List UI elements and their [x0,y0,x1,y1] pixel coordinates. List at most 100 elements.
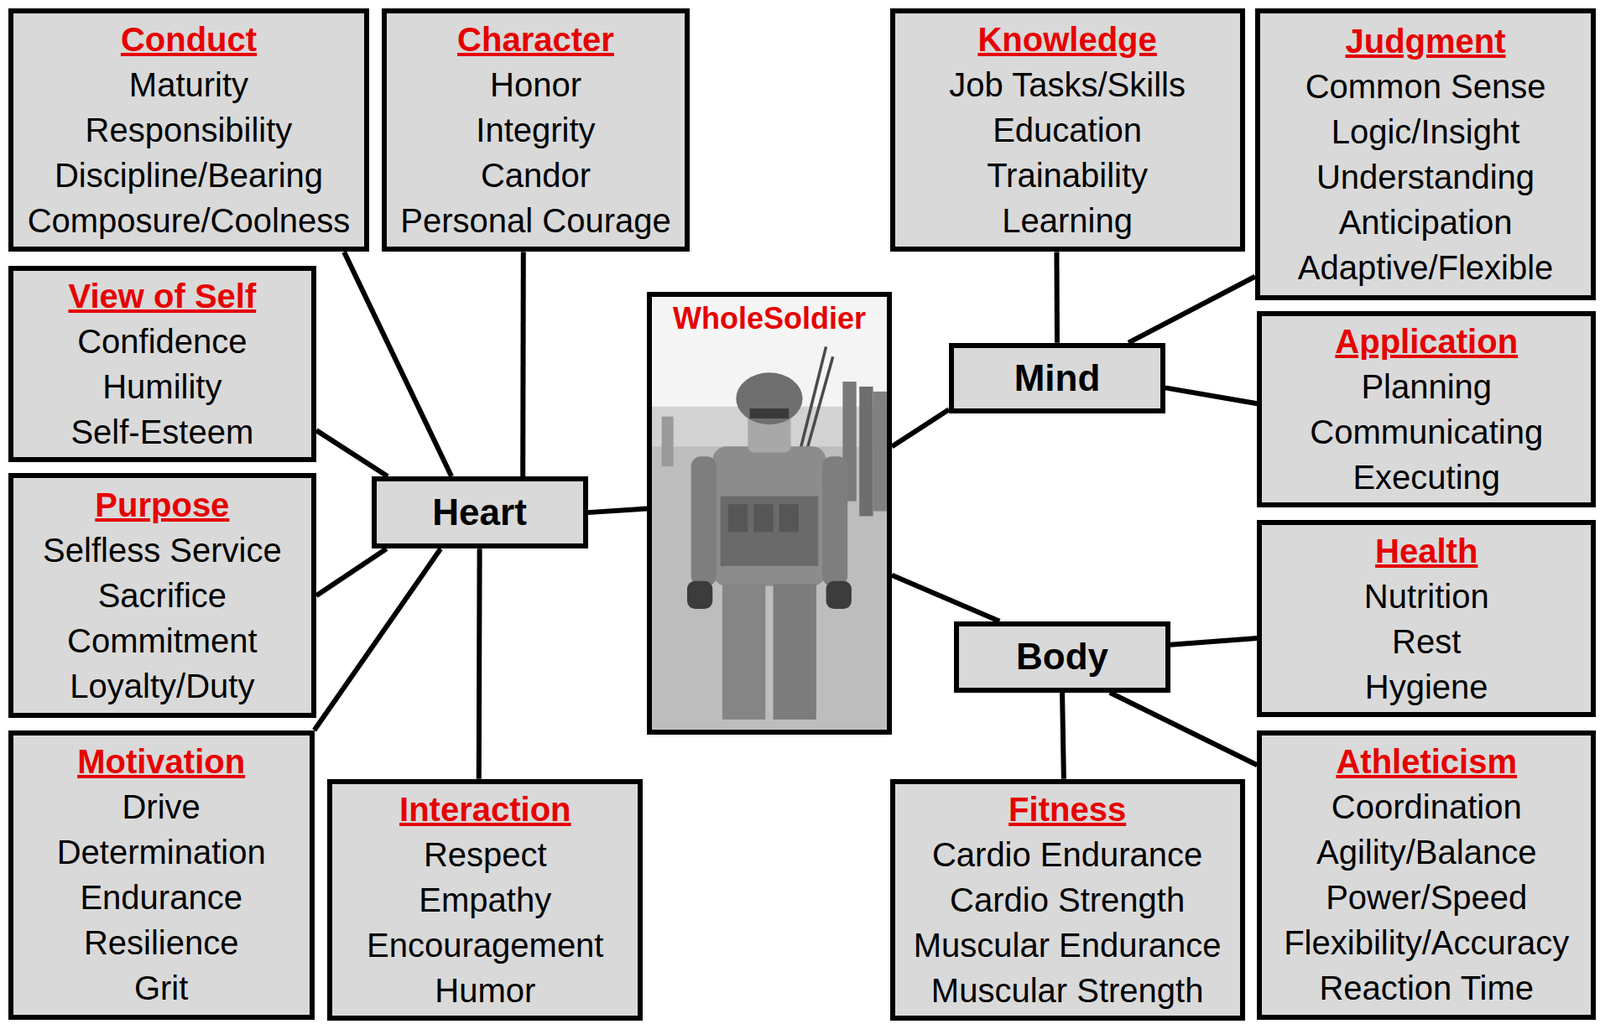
photo-shape [753,504,773,532]
center-photo-box: WholeSoldier [646,291,892,735]
trait-item: Grit [134,965,188,1012]
trait-item: Understanding [1316,154,1535,200]
photo-shape [712,446,826,586]
photo-shape [826,581,852,610]
trait-item: Composure/Coolness [27,198,351,244]
photo-shape [720,496,819,567]
connector-line [316,430,388,477]
category-heading: Application [1334,318,1518,365]
trait-item: Determination [57,829,266,876]
trait-item: Integrity [475,107,595,153]
hub-box: Mind [948,343,1166,414]
trait-item: Personal Courage [400,198,671,244]
trait-item: Agility/Balance [1316,829,1537,876]
photo-shape [728,504,748,532]
hub-box: Body [953,621,1171,694]
category-heading: Conduct [120,16,257,63]
category-heading: Judgment [1344,18,1506,64]
connector-line [1128,276,1256,344]
connector-line [891,409,949,447]
photo-shape [773,583,817,720]
category-box: View of SelfConfidenceHumilitySelf-Estee… [8,265,317,463]
photo-shape [859,386,873,517]
trait-item: Logic/Insight [1331,109,1521,155]
category-box: KnowledgeJob Tasks/SkillsEducationTraina… [890,8,1246,253]
photo-shape [822,456,848,587]
photo-shape [687,581,713,610]
trait-item: Nutrition [1364,573,1490,620]
photo-shape [691,456,717,587]
trait-item: Common Sense [1305,63,1547,110]
trait-item: Loyalty/Duty [69,663,255,709]
trait-item: Resilience [83,920,240,966]
photo-shape [722,583,766,720]
center-title: WholeSoldier [669,300,870,338]
trait-item: Trainability [986,152,1148,199]
category-heading: Interaction [399,786,571,833]
category-heading: Character [457,16,615,63]
trait-item: Executing [1352,454,1501,501]
trait-item: Honor [489,62,582,108]
category-box: AthleticismCoordinationAgility/BalancePo… [1256,730,1596,1021]
trait-item: Discipline/Bearing [54,152,324,199]
trait-item: Humor [434,968,536,1014]
category-heading: Purpose [94,482,230,528]
trait-item: Power/Speed [1325,875,1528,921]
photo-shape [798,346,827,457]
connector-line [891,575,1000,622]
photo-shape [735,372,803,425]
connector-line [1165,387,1257,404]
trait-item: Endurance [79,875,242,921]
trait-item: Job Tasks/Skills [948,62,1186,108]
photo-shape [661,416,674,466]
connector-line [314,548,442,731]
category-box: FitnessCardio EnduranceCardio StrengthMu… [890,779,1246,1022]
category-box: ApplicationPlanningCommunicatingExecutin… [1256,311,1596,508]
connector-line [520,251,527,477]
trait-item: Encouragement [366,922,604,969]
category-box: PurposeSelfless ServiceSacrificeCommitme… [8,473,317,719]
hub-box: Heart [371,476,589,549]
trait-item: Responsibility [85,107,293,153]
trait-item: Education [992,107,1142,153]
connector-line [1110,693,1258,766]
trait-item: Confidence [77,318,247,365]
trait-item: Rest [1391,619,1461,665]
trait-item: Communicating [1309,409,1543,455]
trait-item: Maturity [129,62,249,108]
category-heading: Knowledge [977,16,1157,63]
category-box: CharacterHonorIntegrityCandorPersonal Co… [381,8,690,253]
trait-item: Drive [121,784,200,830]
connector-line [476,548,483,779]
trait-item: Selfless Service [42,527,282,574]
trait-item: Learning [1001,198,1133,244]
category-box: InteractionRespectEmpathyEncouragementHu… [327,779,643,1022]
photo-shape [779,504,799,532]
connector-line [343,251,452,477]
connector-line [1062,693,1064,780]
category-box: ConductMaturityResponsibilityDiscipline/… [8,8,371,253]
category-heading: Motivation [77,739,245,785]
trait-item: Cardio Endurance [932,832,1203,878]
trait-item: Self-Esteem [70,409,254,455]
category-box: HealthNutritionRestHygiene [1256,520,1596,718]
photo-shape [873,391,887,512]
hub-label: Mind [1014,354,1101,402]
trait-item: Anticipation [1339,199,1513,245]
photo-shape [750,408,790,419]
connector-line [1053,251,1060,343]
category-heading: Health [1375,528,1478,574]
category-box: JudgmentCommon SenseLogic/InsightUnderst… [1255,8,1596,301]
trait-item: Muscular Endurance [913,922,1222,969]
trait-item: Flexibility/Accuracy [1283,920,1569,966]
photo-shape [804,356,834,459]
trait-item: Candor [480,152,591,199]
hub-label: Heart [432,489,527,537]
trait-item: Muscular Strength [931,968,1204,1014]
category-heading: Athleticism [1335,739,1517,785]
category-heading: View of Self [67,273,256,319]
photo-shape [747,408,791,453]
category-box: MotivationDriveDeterminationEnduranceRes… [8,730,315,1021]
trait-item: Adaptive/Flexible [1297,244,1554,291]
